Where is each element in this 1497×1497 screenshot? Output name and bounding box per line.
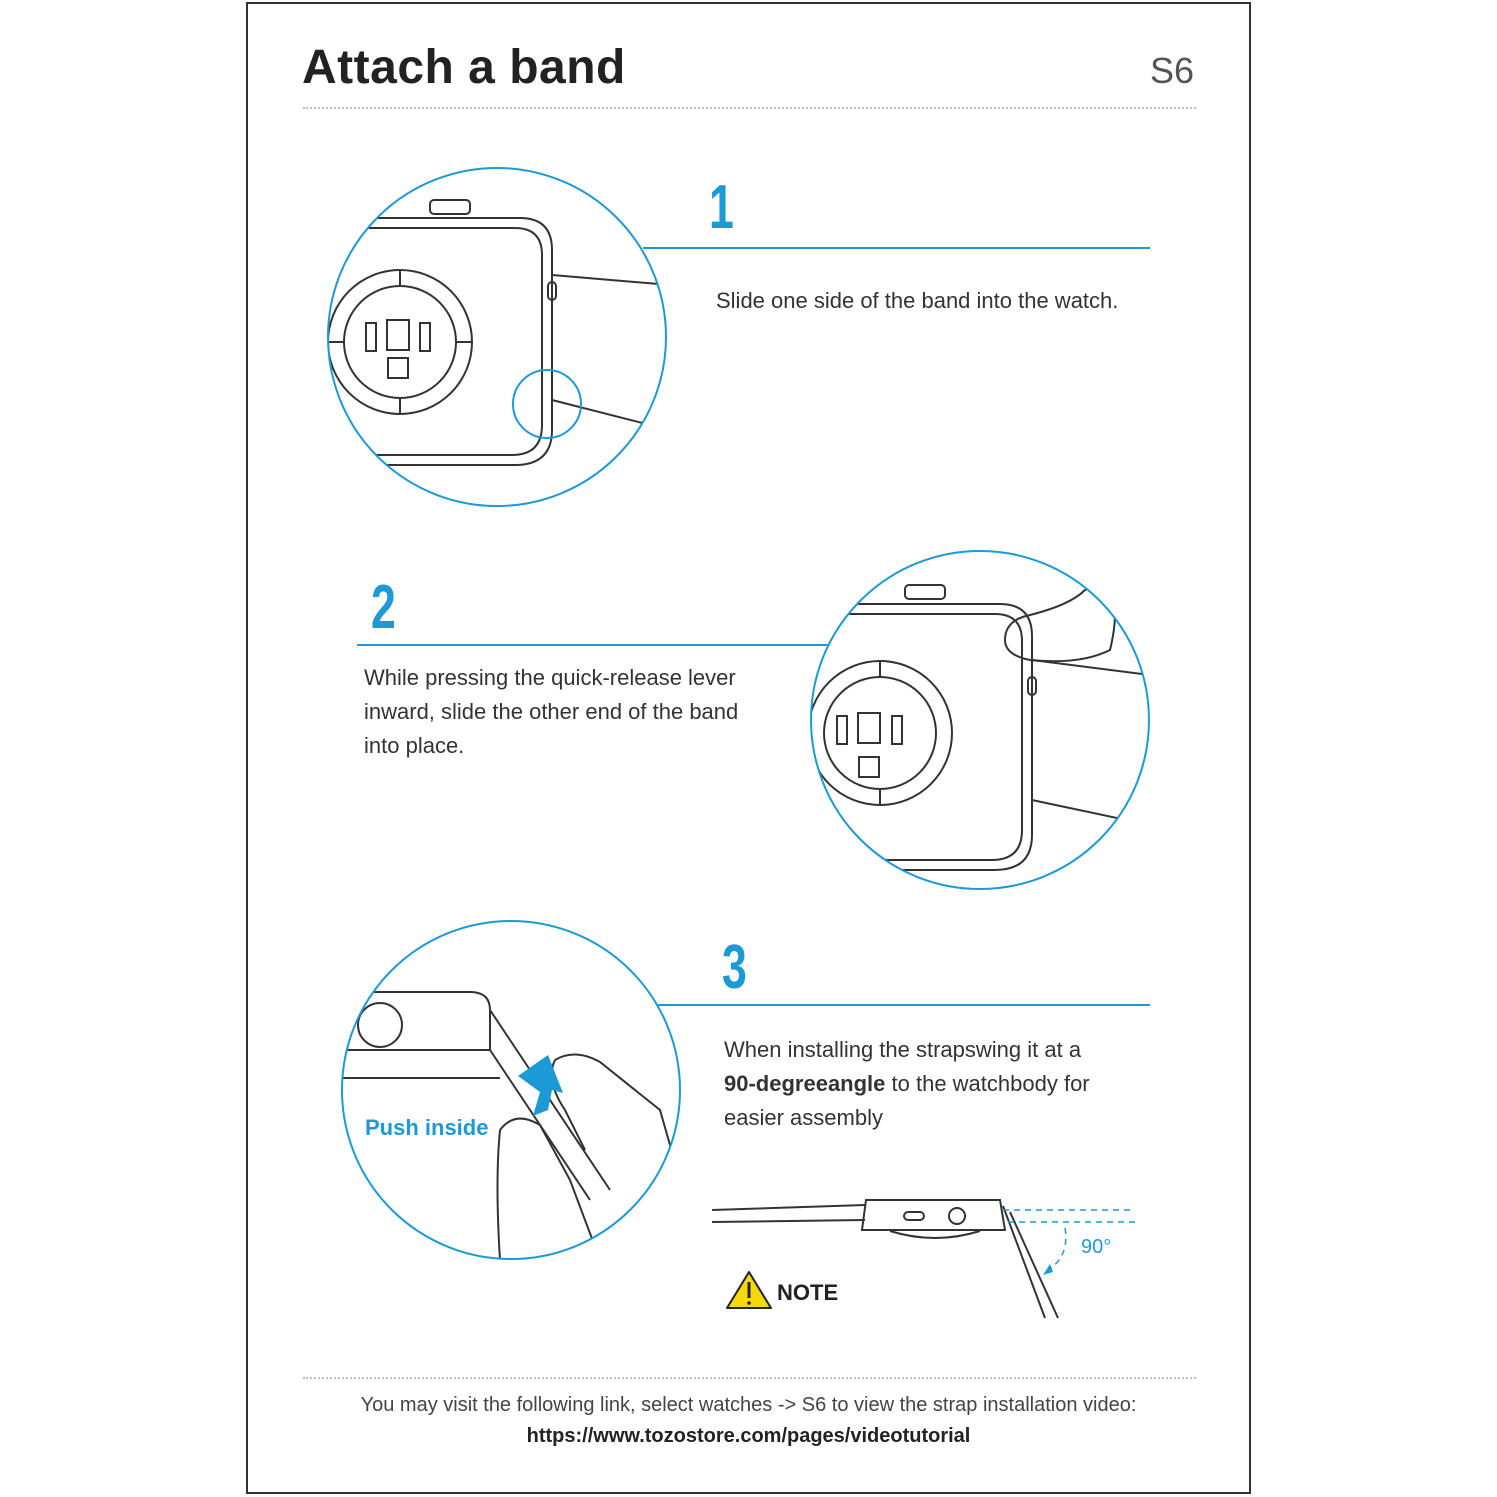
- step3-line2: 90-degreeangle to the watchbody for: [724, 1067, 1090, 1101]
- step3-line3: easier assembly: [724, 1105, 883, 1130]
- note-label: NOTE: [777, 1280, 839, 1305]
- step3-text: When installing the strapswing it at a 9…: [724, 1033, 1090, 1135]
- step3-line2-rest: to the watchbody for: [885, 1071, 1090, 1096]
- step1-text: Slide one side of the band into the watc…: [716, 288, 1119, 313]
- warning-icon: [726, 1271, 772, 1309]
- step3-rule: [658, 1004, 1150, 1006]
- degree-label: 90°: [1081, 1236, 1112, 1258]
- step3-line1: When installing the strapswing it at a: [724, 1037, 1082, 1062]
- step3-bold: 90-degreeangle: [724, 1071, 886, 1096]
- footer-link[interactable]: https://www.tozostore.com/pages/videotut…: [526, 1425, 971, 1447]
- step2-line2: inward, slide the other end of the band: [364, 699, 739, 724]
- footer-text: You may visit the following link, select…: [360, 1394, 1137, 1416]
- push-arrow: [518, 1055, 563, 1116]
- manual-page: [246, 2, 1251, 1494]
- step1-rule: [643, 247, 1150, 249]
- header-divider: [303, 107, 1196, 109]
- model-label: S6: [1150, 50, 1195, 91]
- step2-line1: While pressing the quick-release lever: [364, 665, 736, 690]
- step2-line3: into place.: [364, 733, 465, 758]
- page-title: Attach a band: [302, 41, 626, 94]
- step2-rule: [357, 644, 829, 646]
- step2-number: 2: [371, 573, 396, 642]
- step1-number: 1: [709, 173, 734, 242]
- step2-text: While pressing the quick-release lever i…: [364, 661, 738, 763]
- push-inside-label: Push inside: [365, 1115, 489, 1140]
- footer-divider: [303, 1377, 1196, 1379]
- step3-number: 3: [722, 933, 747, 1002]
